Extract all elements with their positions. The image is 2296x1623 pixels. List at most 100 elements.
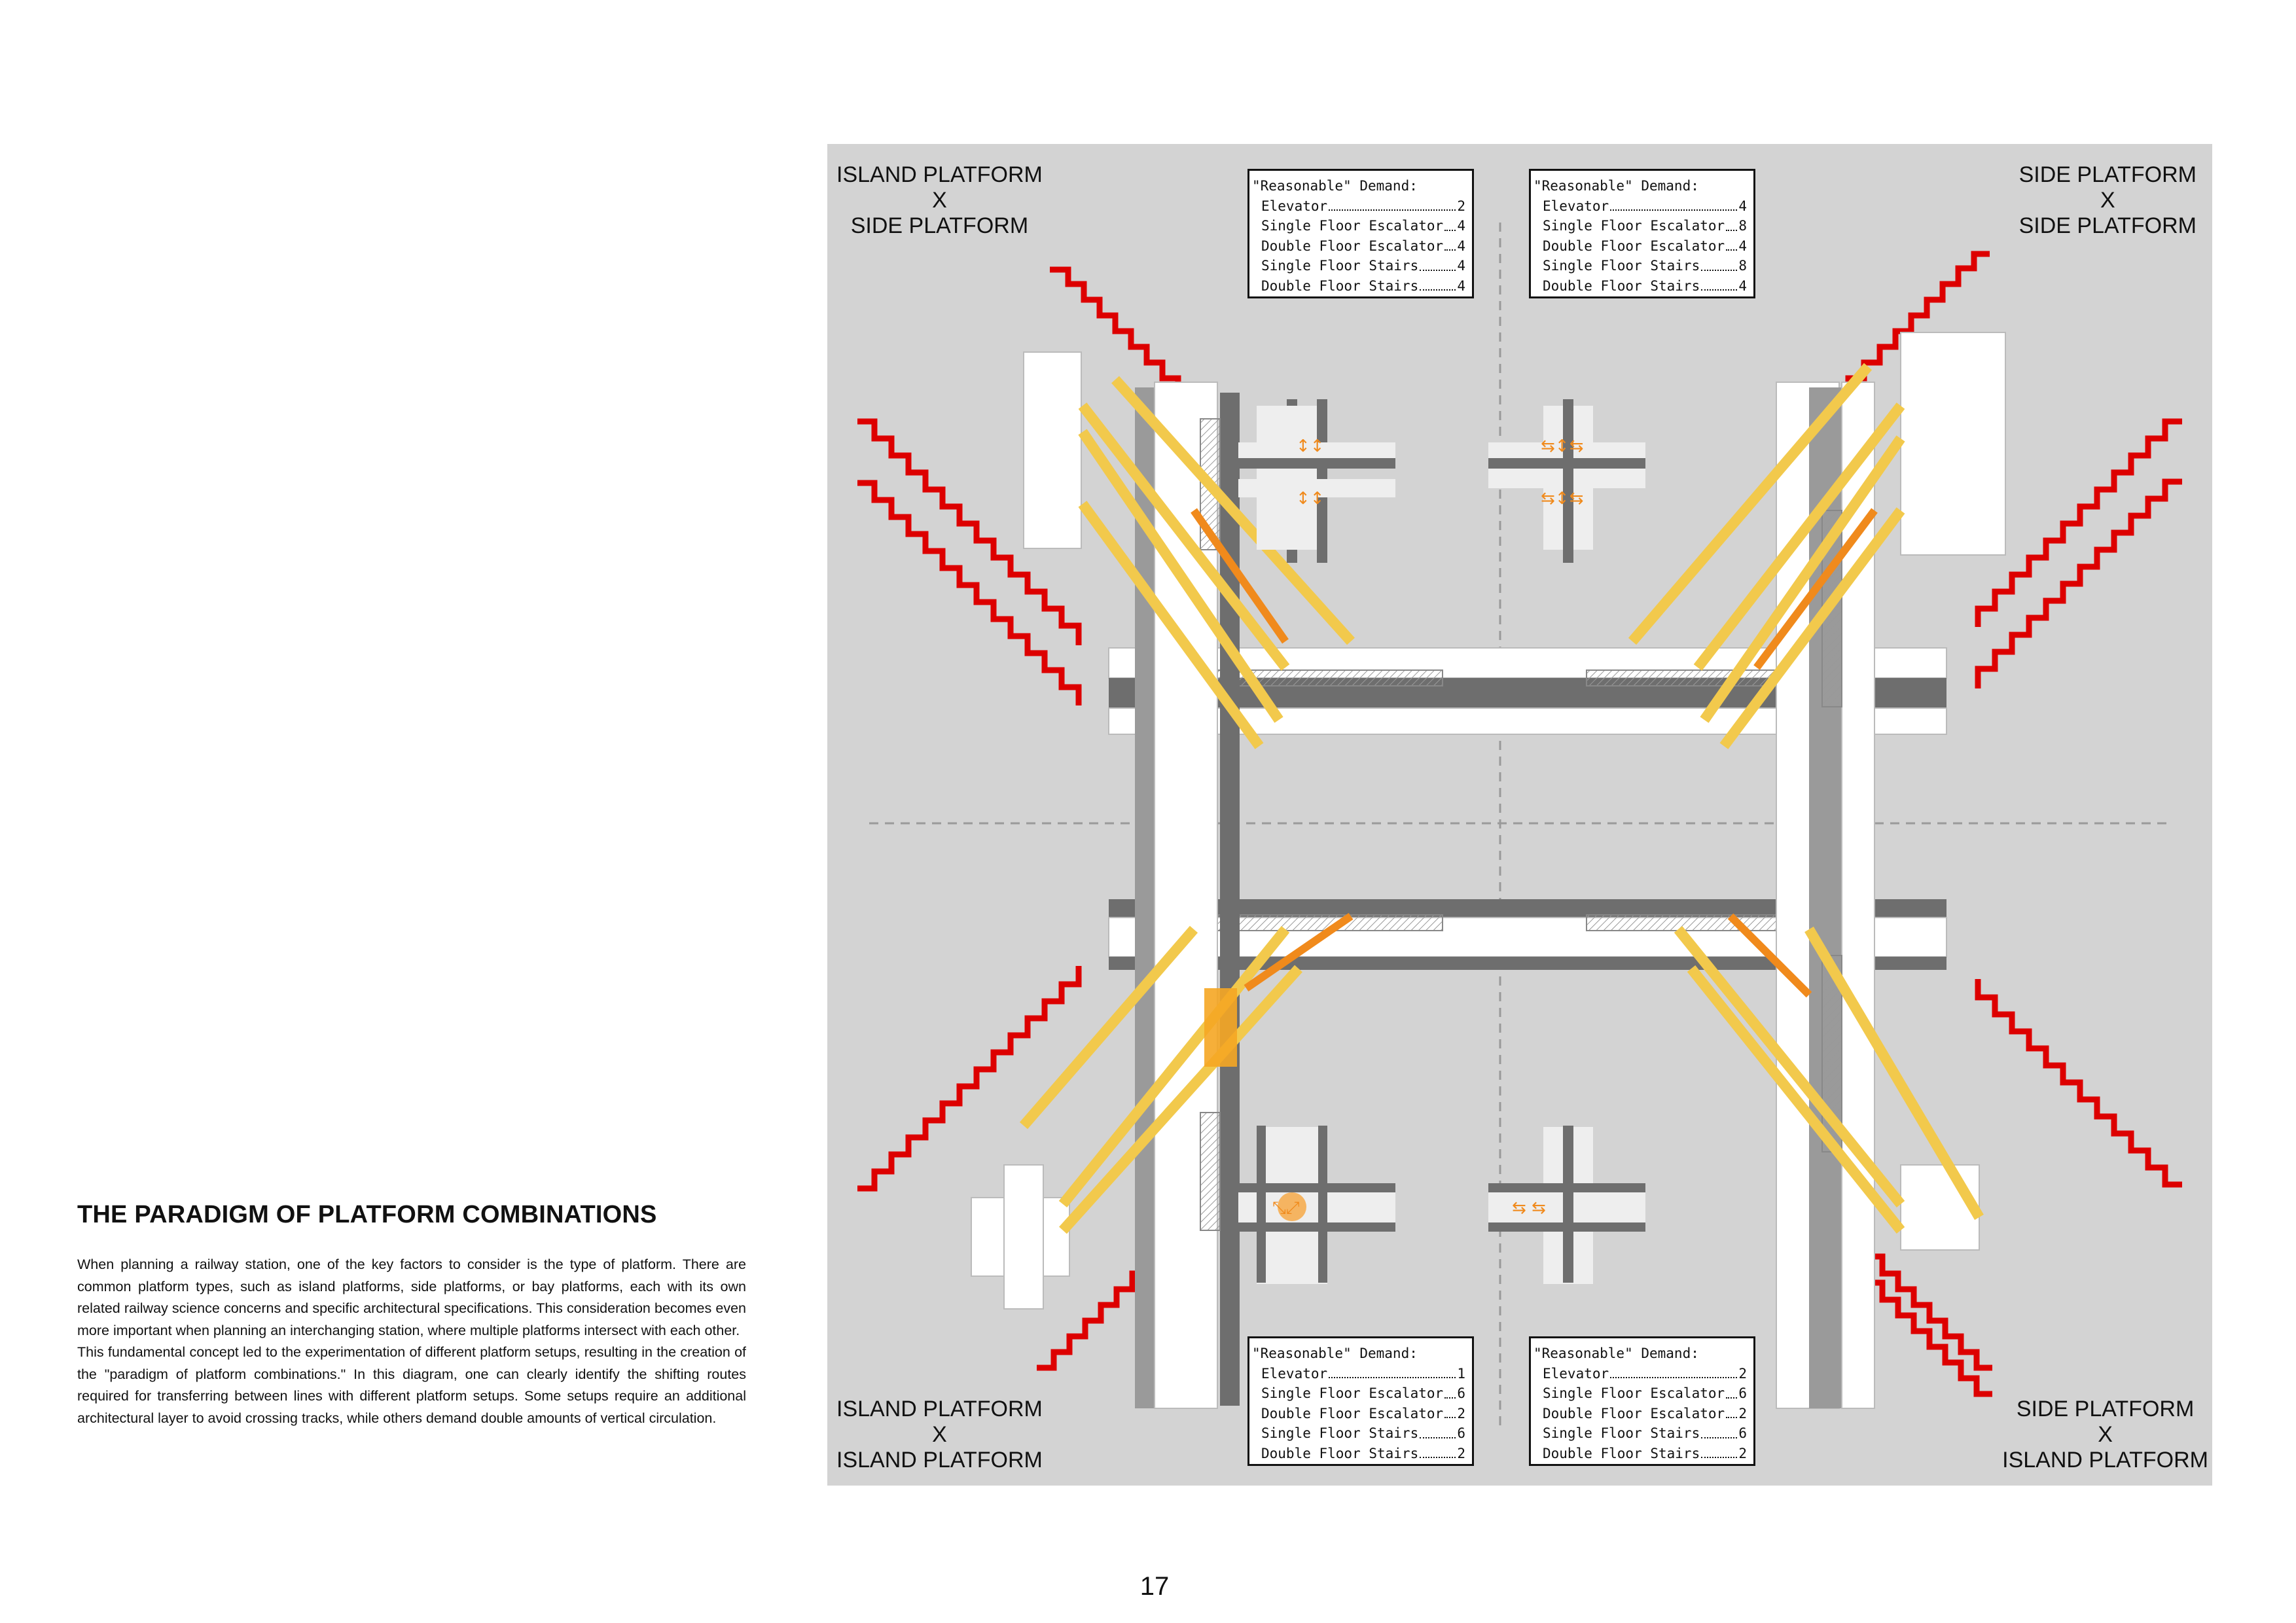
demand-label: Double Floor Stairs <box>1543 277 1700 294</box>
escalator-tr-3 <box>1719 507 1905 749</box>
elevator-bottom-left <box>1204 988 1237 1067</box>
corner-label-line: X <box>2098 1422 2113 1447</box>
corner-label-line: X <box>932 188 947 213</box>
corner-label-top-right: SIDE PLATFORM X SIDE PLATFORM <box>2019 162 2197 239</box>
escalator-tl-4 <box>1111 376 1355 645</box>
schematic-top-right: ⇆↕⇆ ⇆↕⇆ <box>1488 399 1645 563</box>
schematic-bottom-right: ⇆ ⇆ <box>1488 1126 1645 1284</box>
demand-label: Single Floor Stairs <box>1543 258 1700 274</box>
demand-value: 6 <box>1457 1425 1465 1441</box>
demand-heading: "Reasonable" Demand: <box>1252 1346 1418 1361</box>
demand-label: Single Floor Escalator <box>1543 1385 1725 1401</box>
concourse-bottom-left-arm <box>1003 1164 1044 1310</box>
svg-text:⇆ ⇆: ⇆ ⇆ <box>1512 1198 1546 1218</box>
demand-row: Double Floor Escalator 2 <box>1252 1404 1465 1424</box>
escalator-tl-2 <box>1078 429 1283 723</box>
page-number: 17 <box>1139 1572 1170 1601</box>
demand-value: 6 <box>1738 1385 1747 1401</box>
body-paragraph-2: This fundamental concept led to the expe… <box>77 1344 746 1426</box>
escalator-br-1 <box>1674 925 1905 1208</box>
demand-value: 2 <box>1457 198 1465 214</box>
escalator-bl-2 <box>1059 965 1302 1234</box>
red-stair-bottom-right-b <box>1867 1253 1992 1371</box>
demand-value: 8 <box>1738 258 1747 274</box>
demand-value: 4 <box>1738 277 1747 294</box>
platform-diagram-panel: ↕↕ ↕↕ ⇆↕⇆ ⇆↕⇆ ⤡⤢ ⇆ ⇆ <box>827 144 2212 1486</box>
demand-row: Double Floor Stairs 4 <box>1534 276 1747 296</box>
demand-row: Single Floor Stairs 6 <box>1252 1423 1465 1444</box>
demand-row: Single Floor Stairs 8 <box>1534 256 1747 276</box>
corner-label-line: ISLAND PLATFORM <box>836 162 1043 187</box>
demand-value: 2 <box>1738 1445 1747 1461</box>
demand-row: Single Floor Stairs 6 <box>1534 1423 1747 1444</box>
demand-label: Double Floor Stairs <box>1261 1445 1419 1461</box>
demand-label: Single Floor Escalator <box>1261 1385 1444 1401</box>
escalator-orange-tr <box>1753 508 1878 670</box>
demand-value: 2 <box>1457 1445 1465 1461</box>
corner-label-line: ISLAND PLATFORM <box>2002 1448 2208 1472</box>
escalator-br-3 <box>1804 926 1984 1221</box>
corner-label-line: SIDE PLATFORM <box>2018 213 2197 238</box>
demand-value: 8 <box>1738 218 1747 234</box>
escalator-bl-1 <box>1058 925 1290 1208</box>
demand-label: Single Floor Escalator <box>1543 218 1725 234</box>
demand-label: Elevator <box>1261 1365 1328 1382</box>
svg-text:⇆↕⇆: ⇆↕⇆ <box>1541 437 1583 456</box>
escalator-tr-4 <box>1628 363 1873 645</box>
red-stair-top-left-b <box>857 418 1082 645</box>
demand-label: Single Floor Escalator <box>1261 218 1444 234</box>
red-stair-top-left-c <box>857 480 1082 705</box>
demand-label: Double Floor Escalator <box>1261 1405 1444 1421</box>
red-stair-top-right-c <box>1975 478 2182 688</box>
corner-label-bottom-left: ISLAND PLATFORM X ISLAND PLATFORM <box>836 1397 1043 1473</box>
corner-label-bottom-right: SIDE PLATFORM X ISLAND PLATFORM <box>2002 1397 2208 1473</box>
corner-label-line: SIDE PLATFORM <box>2018 162 2197 187</box>
corner-label-line: ISLAND PLATFORM <box>836 1448 1043 1472</box>
escalator-br-2 <box>1687 965 1905 1234</box>
escalator-tl-3 <box>1078 501 1264 749</box>
demand-label: Single Floor Stairs <box>1261 258 1419 274</box>
escalator-orange-bl <box>1244 913 1354 991</box>
concourse-top-right <box>1900 332 2006 556</box>
escalator-orange-tl <box>1191 508 1289 644</box>
demand-label: Elevator <box>1543 1365 1609 1382</box>
demand-value: 2 <box>1457 1405 1465 1421</box>
corner-label-line: SIDE PLATFORM <box>850 213 1029 238</box>
escalator-bl-3 <box>1019 925 1198 1130</box>
demand-value: 4 <box>1457 258 1465 274</box>
demand-value: 1 <box>1457 1365 1465 1382</box>
demand-value: 2 <box>1738 1405 1747 1421</box>
demand-row: Single Floor Stairs 4 <box>1252 256 1465 276</box>
demand-heading: "Reasonable" Demand: <box>1252 178 1418 194</box>
demand-value: 4 <box>1457 218 1465 234</box>
schematic-bottom-left: ⤡⤢ <box>1238 1126 1395 1284</box>
demand-value: 6 <box>1457 1385 1465 1401</box>
body-paragraph-1: When planning a railway station, one of … <box>77 1257 746 1338</box>
demand-row: Single Floor Escalator 6 <box>1534 1383 1747 1404</box>
demand-row: Single Floor Escalator 4 <box>1252 216 1465 236</box>
concourse-top-left <box>1023 351 1082 549</box>
demand-row: Single Floor Escalator 6 <box>1252 1383 1465 1404</box>
demand-label: Single Floor Stairs <box>1261 1425 1419 1441</box>
page-heading: THE PARADIGM OF PLATFORM COMBINATIONS <box>77 1201 657 1228</box>
concourse-bottom-right <box>1900 1164 1980 1251</box>
demand-value: 6 <box>1738 1425 1747 1441</box>
red-stair-top-right-b <box>1975 418 2182 627</box>
demand-label: Single Floor Stairs <box>1543 1425 1700 1441</box>
demand-row: Elevator 1 <box>1252 1364 1465 1384</box>
demand-value: 4 <box>1738 198 1747 214</box>
demand-value: 4 <box>1457 277 1465 294</box>
demand-value: 4 <box>1738 238 1747 254</box>
platform-diagram: ↕↕ ↕↕ ⇆↕⇆ ⇆↕⇆ ⤡⤢ ⇆ ⇆ <box>857 223 2182 1427</box>
svg-text:↕↕: ↕↕ <box>1296 489 1325 508</box>
svg-text:↕↕: ↕↕ <box>1296 437 1325 456</box>
demand-row: Single Floor Escalator 8 <box>1534 216 1747 236</box>
escalator-tr-1 <box>1693 402 1905 671</box>
